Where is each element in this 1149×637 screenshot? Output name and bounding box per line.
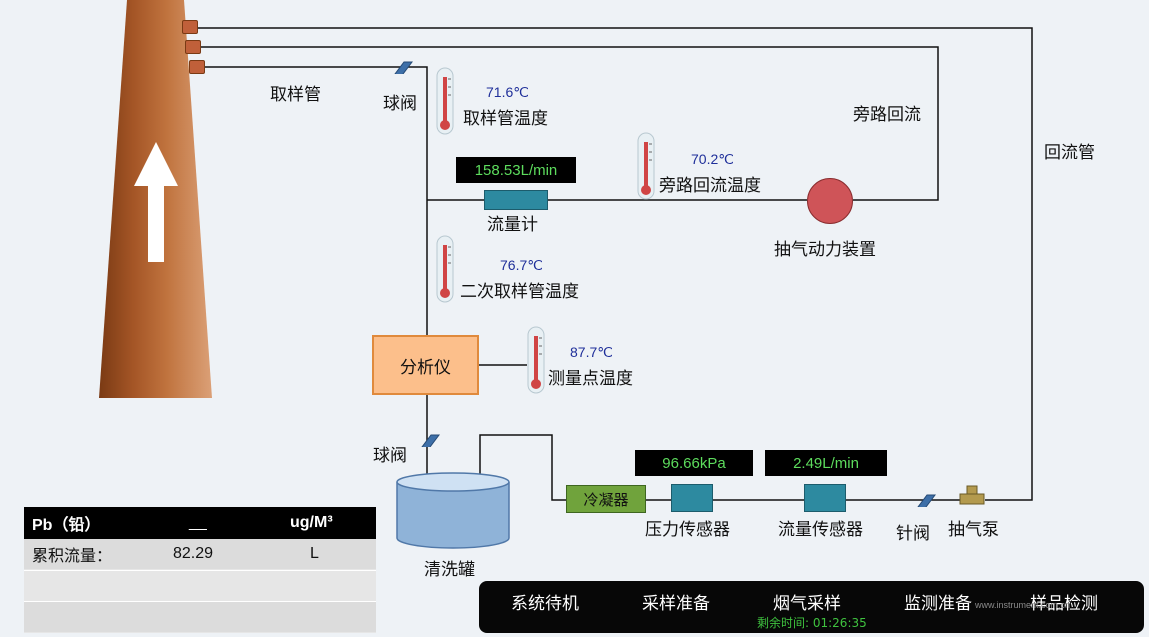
process-status-bar: 系统待机 采样准备 烟气采样 监测准备 样品检测: [479, 581, 1144, 633]
pressure-sensor-body[interactable]: [671, 484, 713, 512]
remaining-time: 剩余时间: 01:26:35: [757, 616, 867, 630]
stage-sample-test[interactable]: 样品检测: [1030, 594, 1098, 614]
needle-valve-label: 针阀: [896, 524, 930, 544]
sampling-pipe-label: 取样管: [270, 85, 321, 105]
secondary-sampling-temp-label: 二次取样管温度: [460, 282, 579, 302]
stage-monitoring-prep[interactable]: 监测准备: [904, 594, 972, 614]
chimney-port-middle: [185, 40, 201, 54]
chimney-port-top: [182, 20, 198, 34]
return-pipe-line: [198, 27, 1033, 501]
thermometer-icon: [637, 132, 655, 200]
ball-valve-bottom-label: 球阀: [373, 446, 407, 466]
ball-valve-top-label: 球阀: [383, 94, 417, 114]
info-table-header: Pb（铅） __ ug/M³: [24, 507, 376, 539]
chimney-port-bottom: [189, 60, 205, 74]
thermometer-icon: [436, 235, 454, 303]
element-name: Pb（铅）: [32, 517, 101, 534]
condenser-label: 冷凝器: [583, 490, 629, 509]
stage-flue-gas-sampling[interactable]: 烟气采样: [773, 594, 841, 614]
row-unit: L: [310, 545, 319, 562]
info-table: Pb（铅） __ ug/M³ 累积流量： 82.29 L: [24, 507, 376, 633]
suction-pump-label: 抽气泵: [948, 520, 999, 540]
arrow-up-icon: [134, 142, 178, 262]
return-pipe-label: 回流管: [1044, 143, 1095, 163]
flowmeter-display: 158.53L/min: [456, 157, 576, 183]
flowmeter-label: 流量计: [487, 215, 538, 235]
cleaning-tank-label: 清洗罐: [424, 560, 475, 580]
suction-pump-icon[interactable]: [958, 484, 986, 506]
measure-point-temp-label: 测量点温度: [548, 369, 633, 389]
table-row: [24, 601, 376, 632]
suction-device-label: 抽气动力装置: [774, 240, 876, 260]
bypass-temp-label: 旁路回流温度: [659, 176, 761, 196]
condenser-box[interactable]: 冷凝器: [566, 485, 646, 513]
sampling-pipe-temp-value: 71.6℃: [486, 84, 529, 100]
flow-sensor-label: 流量传感器: [778, 520, 863, 540]
table-row: [24, 570, 376, 601]
pressure-display: 96.66kPa: [635, 450, 753, 476]
sampling-pipe-line: [205, 66, 428, 475]
row-value: 82.29: [173, 545, 214, 562]
flow-sensor-body[interactable]: [804, 484, 846, 512]
bypass-return-label: 旁路回流: [853, 105, 921, 125]
analyzer-label: 分析仪: [400, 357, 451, 378]
tank-outlet-line: [479, 434, 566, 501]
thermometer-icon: [436, 67, 454, 135]
table-row: 累积流量： 82.29 L: [24, 539, 376, 569]
element-value: __: [189, 514, 207, 531]
ball-valve-top-icon[interactable]: [390, 60, 414, 74]
bypass-pipe-line: [198, 46, 939, 201]
flow-sensor-display: 2.49L/min: [765, 450, 887, 476]
watermark: www.instrument.com.cn: [975, 600, 1071, 610]
pressure-sensor-label: 压力传感器: [645, 520, 730, 540]
needle-valve-icon[interactable]: [913, 493, 937, 507]
bypass-temp-value: 70.2℃: [691, 151, 734, 167]
thermometer-icon: [527, 326, 545, 394]
stage-standby[interactable]: 系统待机: [511, 594, 579, 614]
analyzer-box[interactable]: 分析仪: [372, 335, 479, 395]
stage-sampling-prep[interactable]: 采样准备: [642, 594, 710, 614]
secondary-sampling-temp-value: 76.7℃: [500, 257, 543, 273]
cleaning-tank[interactable]: [395, 472, 511, 552]
flowmeter-body[interactable]: [484, 190, 548, 210]
measure-point-temp-value: 87.7℃: [570, 344, 613, 360]
suction-device-motor[interactable]: [807, 178, 853, 224]
sampling-pipe-temp-label: 取样管温度: [463, 109, 548, 129]
element-unit: ug/M³: [290, 514, 333, 531]
row-name: 累积流量：: [32, 548, 113, 565]
ball-valve-bottom-icon[interactable]: [417, 433, 441, 447]
